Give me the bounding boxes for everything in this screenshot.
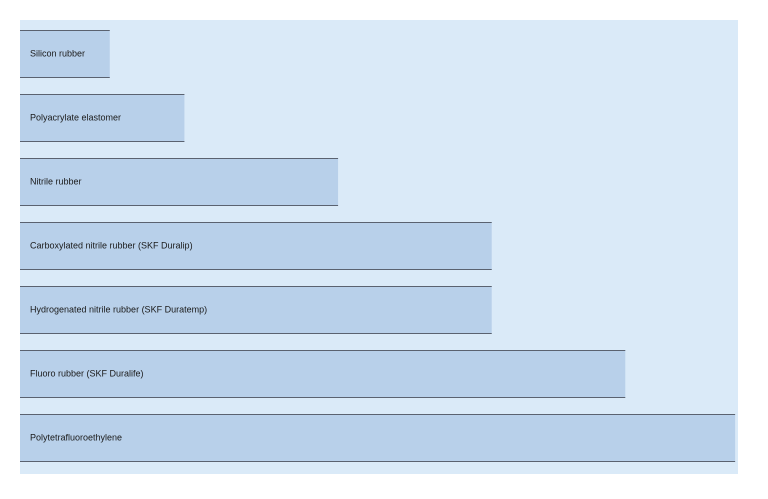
bar-label: Fluoro rubber (SKF Duralife) <box>30 368 144 378</box>
bar <box>20 158 339 206</box>
bar-group: Polytetrafluoroethylene <box>20 414 736 462</box>
bar-label: Polyacrylate elastomer <box>30 112 121 122</box>
bar <box>20 30 110 78</box>
bar-label: Silicon rubber <box>30 48 85 58</box>
bar-group: Nitrile rubber <box>20 158 339 206</box>
bar-label: Carboxylated nitrile rubber (SKF Duralip… <box>30 240 193 250</box>
bar-group: Carboxylated nitrile rubber (SKF Duralip… <box>20 222 492 270</box>
bar-label: Polytetrafluoroethylene <box>30 432 122 442</box>
bar <box>20 286 492 334</box>
bar <box>20 94 185 142</box>
bar-group: Polyacrylate elastomer <box>20 94 185 142</box>
bar-group: Fluoro rubber (SKF Duralife) <box>20 350 626 398</box>
bar <box>20 350 626 398</box>
bar-label: Nitrile rubber <box>30 176 82 186</box>
bar <box>20 414 736 462</box>
bar <box>20 222 492 270</box>
bar-group: Silicon rubber <box>20 30 110 78</box>
bar-group: Hydrogenated nitrile rubber (SKF Duratem… <box>20 286 492 334</box>
bar-label: Hydrogenated nitrile rubber (SKF Duratem… <box>30 304 207 314</box>
